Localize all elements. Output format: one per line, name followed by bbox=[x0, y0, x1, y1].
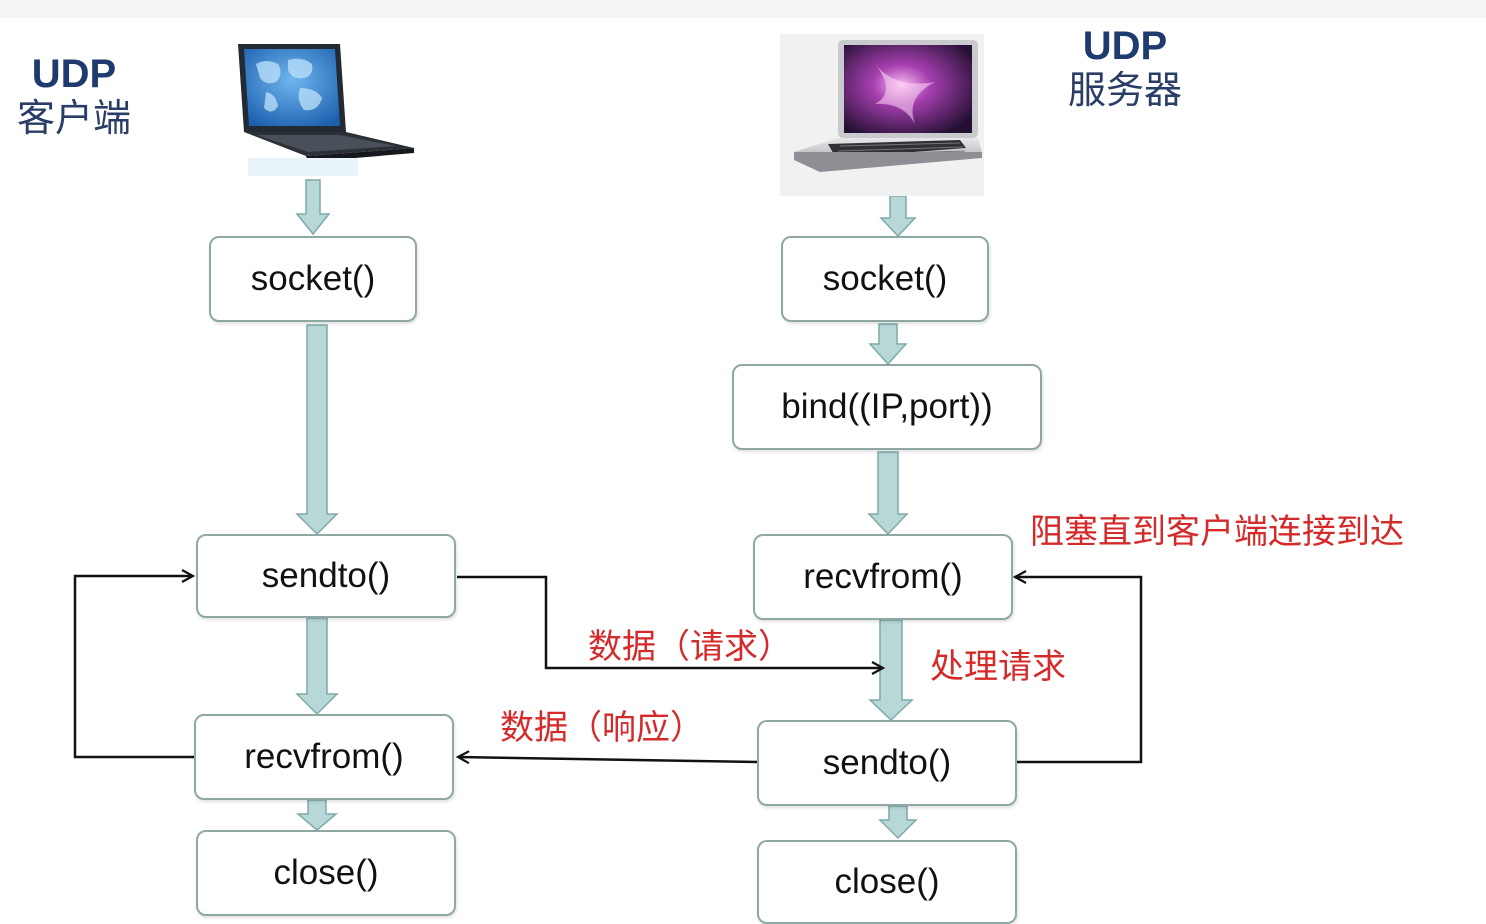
client-arrow-socket-to-sendto bbox=[295, 324, 339, 536]
server-arrow-recvfrom-to-sendto bbox=[868, 619, 914, 722]
server-title-label: 服务器 bbox=[1067, 67, 1182, 112]
server-title-udp: UDP bbox=[1082, 24, 1168, 68]
server-title: UDP 服务器 bbox=[1058, 24, 1192, 111]
client-arrow-recvfrom-to-close bbox=[295, 799, 339, 831]
request-line bbox=[457, 575, 883, 668]
client-sendto-box[interactable]: sendto() bbox=[196, 534, 456, 618]
server-flow-arrows bbox=[867, 195, 918, 840]
client-arrow-laptop-to-socket bbox=[295, 179, 331, 236]
client-flow-arrows bbox=[295, 179, 339, 831]
client-title-label: 客户端 bbox=[16, 95, 131, 140]
top-bar bbox=[0, 0, 1486, 18]
server-arrow-socket-to-bind bbox=[868, 323, 908, 366]
client-arrow-sendto-to-recvfrom bbox=[295, 617, 339, 716]
server-arrow-sendto-to-close bbox=[878, 805, 918, 840]
server-laptop-icon bbox=[780, 34, 984, 196]
server-close-box[interactable]: close() bbox=[757, 840, 1017, 924]
annotation-data-response: 数据（响应） bbox=[500, 708, 704, 748]
server-loop-line bbox=[1015, 577, 1143, 764]
client-laptop-icon bbox=[238, 44, 414, 176]
server-socket-box[interactable]: socket() bbox=[781, 236, 989, 322]
client-title-udp: UDP bbox=[31, 52, 117, 96]
response-line bbox=[458, 757, 759, 762]
client-loop-line bbox=[73, 576, 196, 759]
client-recvfrom-box[interactable]: recvfrom() bbox=[194, 714, 454, 800]
server-sendto-box[interactable]: sendto() bbox=[757, 720, 1017, 806]
client-title: UDP 客户端 bbox=[8, 52, 140, 139]
server-arrow-bind-to-recvfrom bbox=[867, 451, 909, 536]
server-bind-box[interactable]: bind((IP,port)) bbox=[732, 364, 1042, 450]
annotation-process-request: 处理请求 bbox=[930, 647, 1066, 687]
message-lines bbox=[73, 575, 1143, 764]
client-socket-box[interactable]: socket() bbox=[209, 236, 417, 322]
annotation-data-request: 数据（请求） bbox=[588, 627, 792, 667]
annotation-block-until: 阻塞直到客户端连接到达 bbox=[1030, 512, 1404, 552]
server-arrow-laptop-to-socket bbox=[879, 195, 917, 238]
server-recvfrom-box[interactable]: recvfrom() bbox=[753, 534, 1013, 620]
client-close-box[interactable]: close() bbox=[196, 830, 456, 916]
